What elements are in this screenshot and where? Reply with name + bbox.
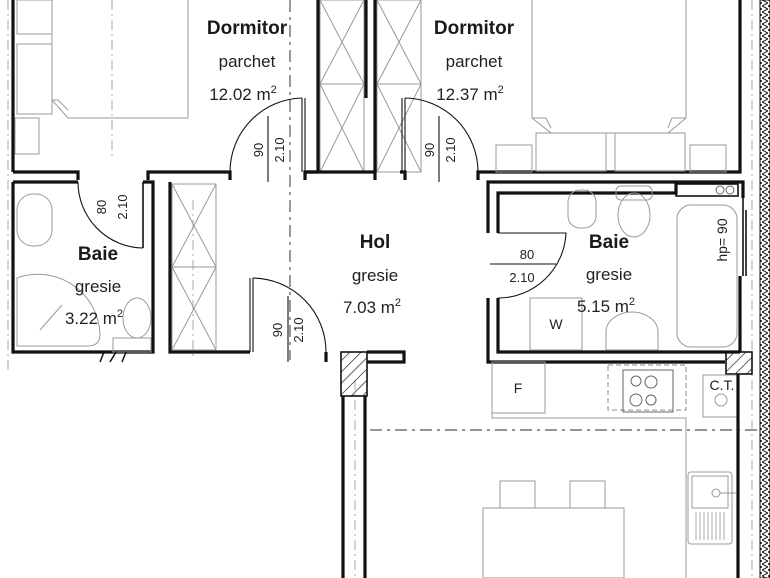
door-baie-1[interactable]: 80 2.10 <box>77 181 144 249</box>
room-area: 7.03 m <box>343 298 395 317</box>
chair-icon <box>569 480 606 509</box>
svg-text:12.37 m2: 12.37 m2 <box>436 84 504 104</box>
bedroom-1: 90 2.10 Dormitor parchet 12.02 m2 <box>11 0 318 182</box>
bidet-icon <box>567 189 597 229</box>
wardrobe-icon <box>316 0 422 173</box>
wardrobe-icon <box>168 182 250 354</box>
bathtub-label: hp= 90 <box>714 218 730 261</box>
door-height-label: 2.10 <box>291 317 306 342</box>
room-area: 3.22 m <box>65 309 117 328</box>
structural-column <box>340 351 368 397</box>
washing-machine-icon <box>529 297 583 351</box>
door-width-label: 80 <box>520 247 534 262</box>
stove-icon <box>622 369 674 413</box>
sink-icon <box>16 193 53 247</box>
structural-column <box>725 351 753 375</box>
room-floor: gresie <box>352 266 398 285</box>
room-label-dormitor-1: Dormitor parchet 12.02 m2 <box>207 18 288 104</box>
fridge-icon <box>491 361 546 414</box>
door-height-label: 2.10 <box>115 194 130 219</box>
room-floor: gresie <box>75 277 121 296</box>
room-label-baie-2: Baie gresie 5.15 m2 <box>577 232 635 316</box>
room-label-hol: Hol gresie 7.03 m2 <box>343 232 401 317</box>
room-area: 5.15 m <box>577 297 629 316</box>
room-name: Dormitor <box>207 18 288 39</box>
room-area: 12.37 m <box>436 85 497 104</box>
door-dormitor-1[interactable]: 90 2.10 <box>229 97 306 182</box>
bathtub-icon <box>676 204 738 348</box>
sink-icon <box>605 311 659 351</box>
room-floor: parchet <box>446 52 503 71</box>
room-area: 12.02 m <box>209 85 270 104</box>
double-bed-icon <box>495 0 727 173</box>
svg-text:7.03 m2: 7.03 m2 <box>343 297 401 317</box>
door-baie-2[interactable]: 80 2.10 <box>490 232 567 299</box>
room-name: Dormitor <box>434 18 515 39</box>
axis-lines <box>7 0 760 578</box>
door-width-label: 90 <box>270 323 285 337</box>
svg-text:3.22 m2: 3.22 m2 <box>65 308 123 328</box>
fridge-label: F <box>514 380 523 396</box>
room-label-dormitor-2: Dormitor parchet 12.37 m2 <box>434 18 515 104</box>
double-bed-icon <box>14 0 189 155</box>
kitchen: F C.T. <box>482 361 740 578</box>
door-width-label: 80 <box>94 200 109 214</box>
svg-text:12.02 m2: 12.02 m2 <box>209 84 277 104</box>
bathroom-2: 80 2.10 W hp= 90 Baie gresie 5.15 m2 <box>486 180 753 375</box>
svg-text:5.15 m2: 5.15 m2 <box>577 296 635 316</box>
door-hol[interactable]: 90 2.10 <box>249 277 327 362</box>
room-floor: gresie <box>586 265 632 284</box>
room-name: Baie <box>78 244 118 265</box>
boiler-label: C.T. <box>710 377 735 393</box>
room-floor: parchet <box>219 52 276 71</box>
bathroom-1: 80 2.10 Baie gresie 3.22 m2 <box>11 180 155 363</box>
dining-table-icon <box>482 507 625 578</box>
door-height-label: 2.10 <box>443 137 458 162</box>
toilet-icon <box>617 192 651 238</box>
door-dormitor-2[interactable]: 90 2.10 <box>401 97 479 182</box>
exterior-insulation-wall <box>759 0 770 578</box>
door-height-label: 2.10 <box>272 137 287 162</box>
chair-icon <box>499 480 536 509</box>
room-name: Baie <box>589 232 629 253</box>
toilet-icon <box>122 297 152 339</box>
room-label-baie-1: Baie gresie 3.22 m2 <box>65 244 123 328</box>
vent-icon <box>675 183 739 197</box>
door-height-label: 2.10 <box>509 270 534 285</box>
hood-outline <box>607 364 687 411</box>
room-name: Hol <box>360 232 391 253</box>
bedroom-2: 90 2.10 Dormitor parchet 12.37 m2 <box>305 0 742 182</box>
hallway: 90 2.10 Hol gresie 7.03 m2 <box>249 232 406 578</box>
door-width-label: 90 <box>251 143 266 157</box>
kitchen-sink-icon <box>687 471 733 545</box>
shower-icon <box>16 273 101 347</box>
door-width-label: 90 <box>422 143 437 157</box>
washer-label: W <box>549 316 563 332</box>
